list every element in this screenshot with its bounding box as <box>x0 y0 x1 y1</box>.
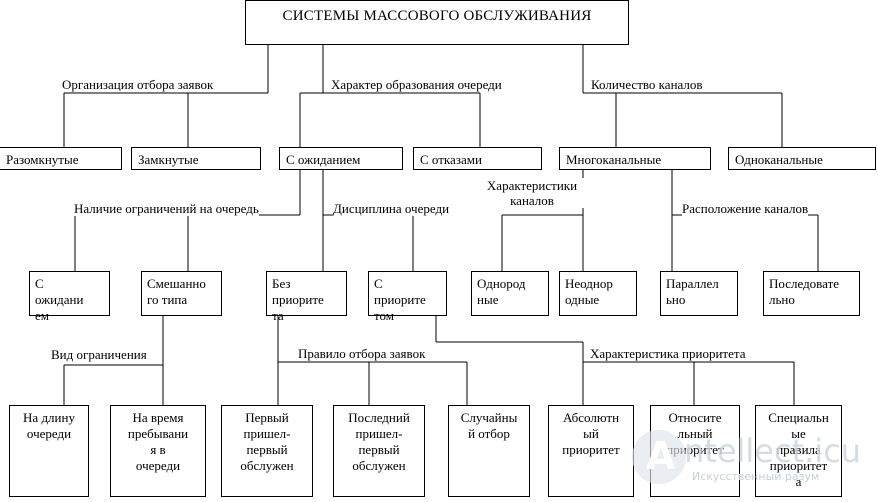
node-multi-channel: Многоканальные <box>559 147 711 170</box>
criterion-channel-characteristics-label: Характеристики каналов <box>478 178 586 208</box>
node-random: Случайны й отбор <box>448 405 530 497</box>
node-stay-time: На время пребывани я в очереди <box>110 405 206 497</box>
node-closed: Замкнутые <box>131 147 261 170</box>
criterion-priority-characteristic-label: Характеристика приоритета <box>590 346 746 361</box>
diagram-title: СИСТЕМЫ МАССОВОГО ОБСЛУЖИВАНИЯ <box>282 8 592 24</box>
criterion-channel-count-label: Количество каналов <box>591 77 703 92</box>
node-single-channel: Одноканальные <box>728 147 876 170</box>
criterion-selection-rule-label: Правило отбора заявок <box>298 346 426 361</box>
node-open: Разомкнутые <box>0 147 122 170</box>
node-heterogeneous: Неоднор одные <box>559 271 637 316</box>
node-absolute-priority: Абсолютн ый приоритет <box>548 405 634 497</box>
node-queue-length: На длину очереди <box>9 405 89 497</box>
node-with-refusals: С отказами <box>413 147 542 170</box>
node-mixed-type: Смешанно го типа <box>141 271 222 316</box>
criterion-queue-character-label: Характер образования очереди <box>331 77 502 92</box>
node-waiting-limited: С ожидани ем <box>29 271 110 323</box>
node-with-priority: С приорите том <box>368 271 447 323</box>
node-sequential: Последовате льно <box>763 271 860 316</box>
node-with-waiting: С ожиданием <box>279 147 403 170</box>
node-lifo: Последний пришел- первый обслужен <box>333 405 425 497</box>
node-homogeneous: Однород ные <box>471 271 549 316</box>
criterion-channel-location-label: Расположение каналов <box>682 201 809 216</box>
criterion-queue-discipline-label: Дисциплина очереди <box>333 201 450 216</box>
node-parallel: Параллел ьно <box>660 271 738 316</box>
criterion-queue-limits-label: Наличие ограничений на очередь <box>74 201 259 216</box>
node-fifo: Первый пришел- первый обслужен <box>221 405 313 497</box>
criterion-organization-label: Организация отбора заявок <box>62 77 214 92</box>
criterion-limit-type-label: Вид ограничения <box>51 347 147 362</box>
node-no-priority: Без приорите та <box>266 271 347 323</box>
node-special-priority: Специальн ые правила приоритет а <box>755 405 842 497</box>
diagram-title-box: СИСТЕМЫ МАССОВОГО ОБСЛУЖИВАНИЯ <box>245 0 629 45</box>
node-relative-priority: Относите льный приоритет <box>650 405 740 497</box>
